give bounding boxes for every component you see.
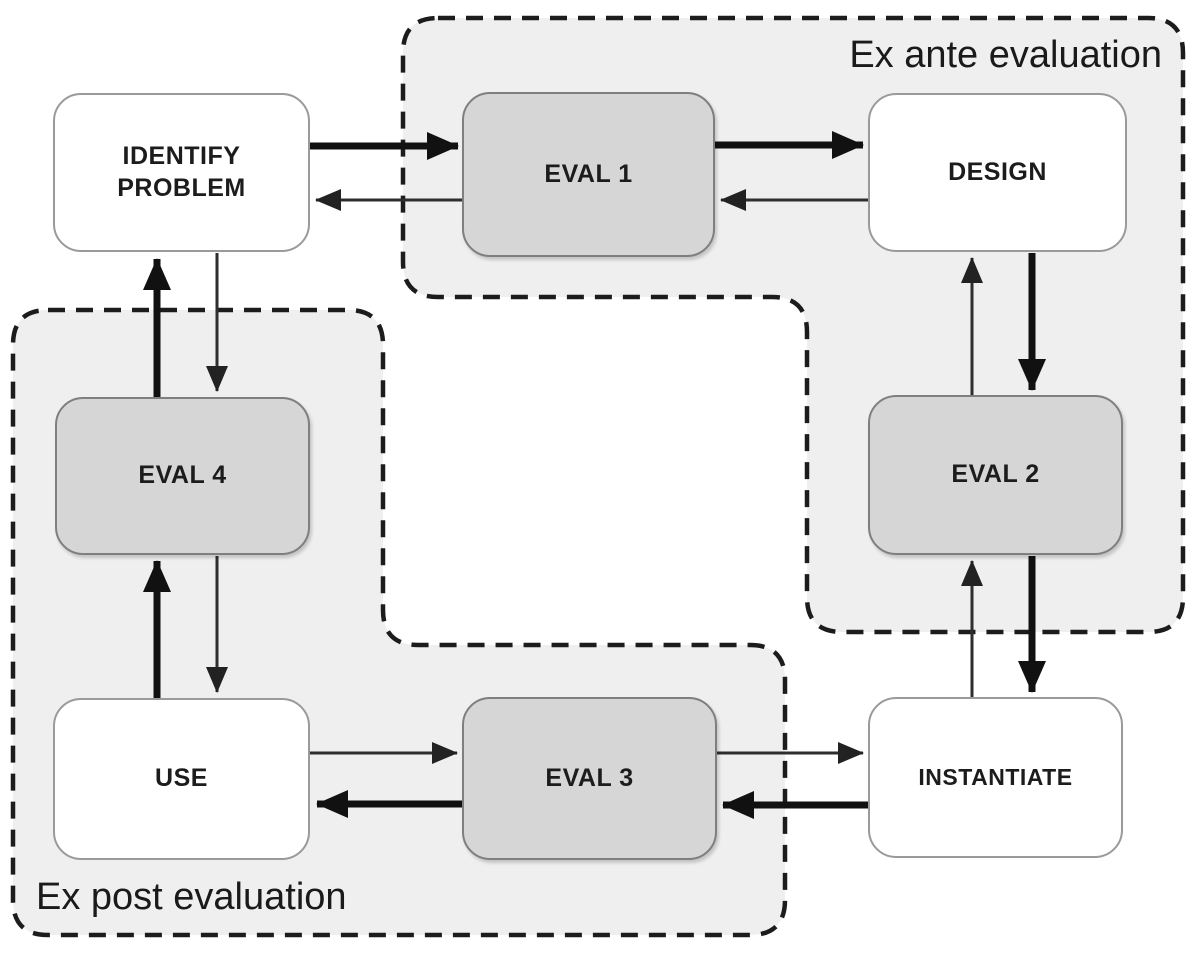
node-use: USE xyxy=(53,698,310,860)
ex-ante-region-label: Ex ante evaluation xyxy=(849,34,1162,76)
node-eval-2: EVAL 2 xyxy=(868,395,1123,555)
node-instantiate: INSTANTIATE xyxy=(868,697,1123,858)
node-eval-3: EVAL 3 xyxy=(462,697,717,860)
node-design: DESIGN xyxy=(868,93,1127,252)
node-eval-4: EVAL 4 xyxy=(55,397,310,555)
node-identify-problem: IDENTIFY PROBLEM xyxy=(53,93,310,252)
ex-post-region-label: Ex post evaluation xyxy=(36,876,347,918)
node-eval-1: EVAL 1 xyxy=(462,92,715,257)
